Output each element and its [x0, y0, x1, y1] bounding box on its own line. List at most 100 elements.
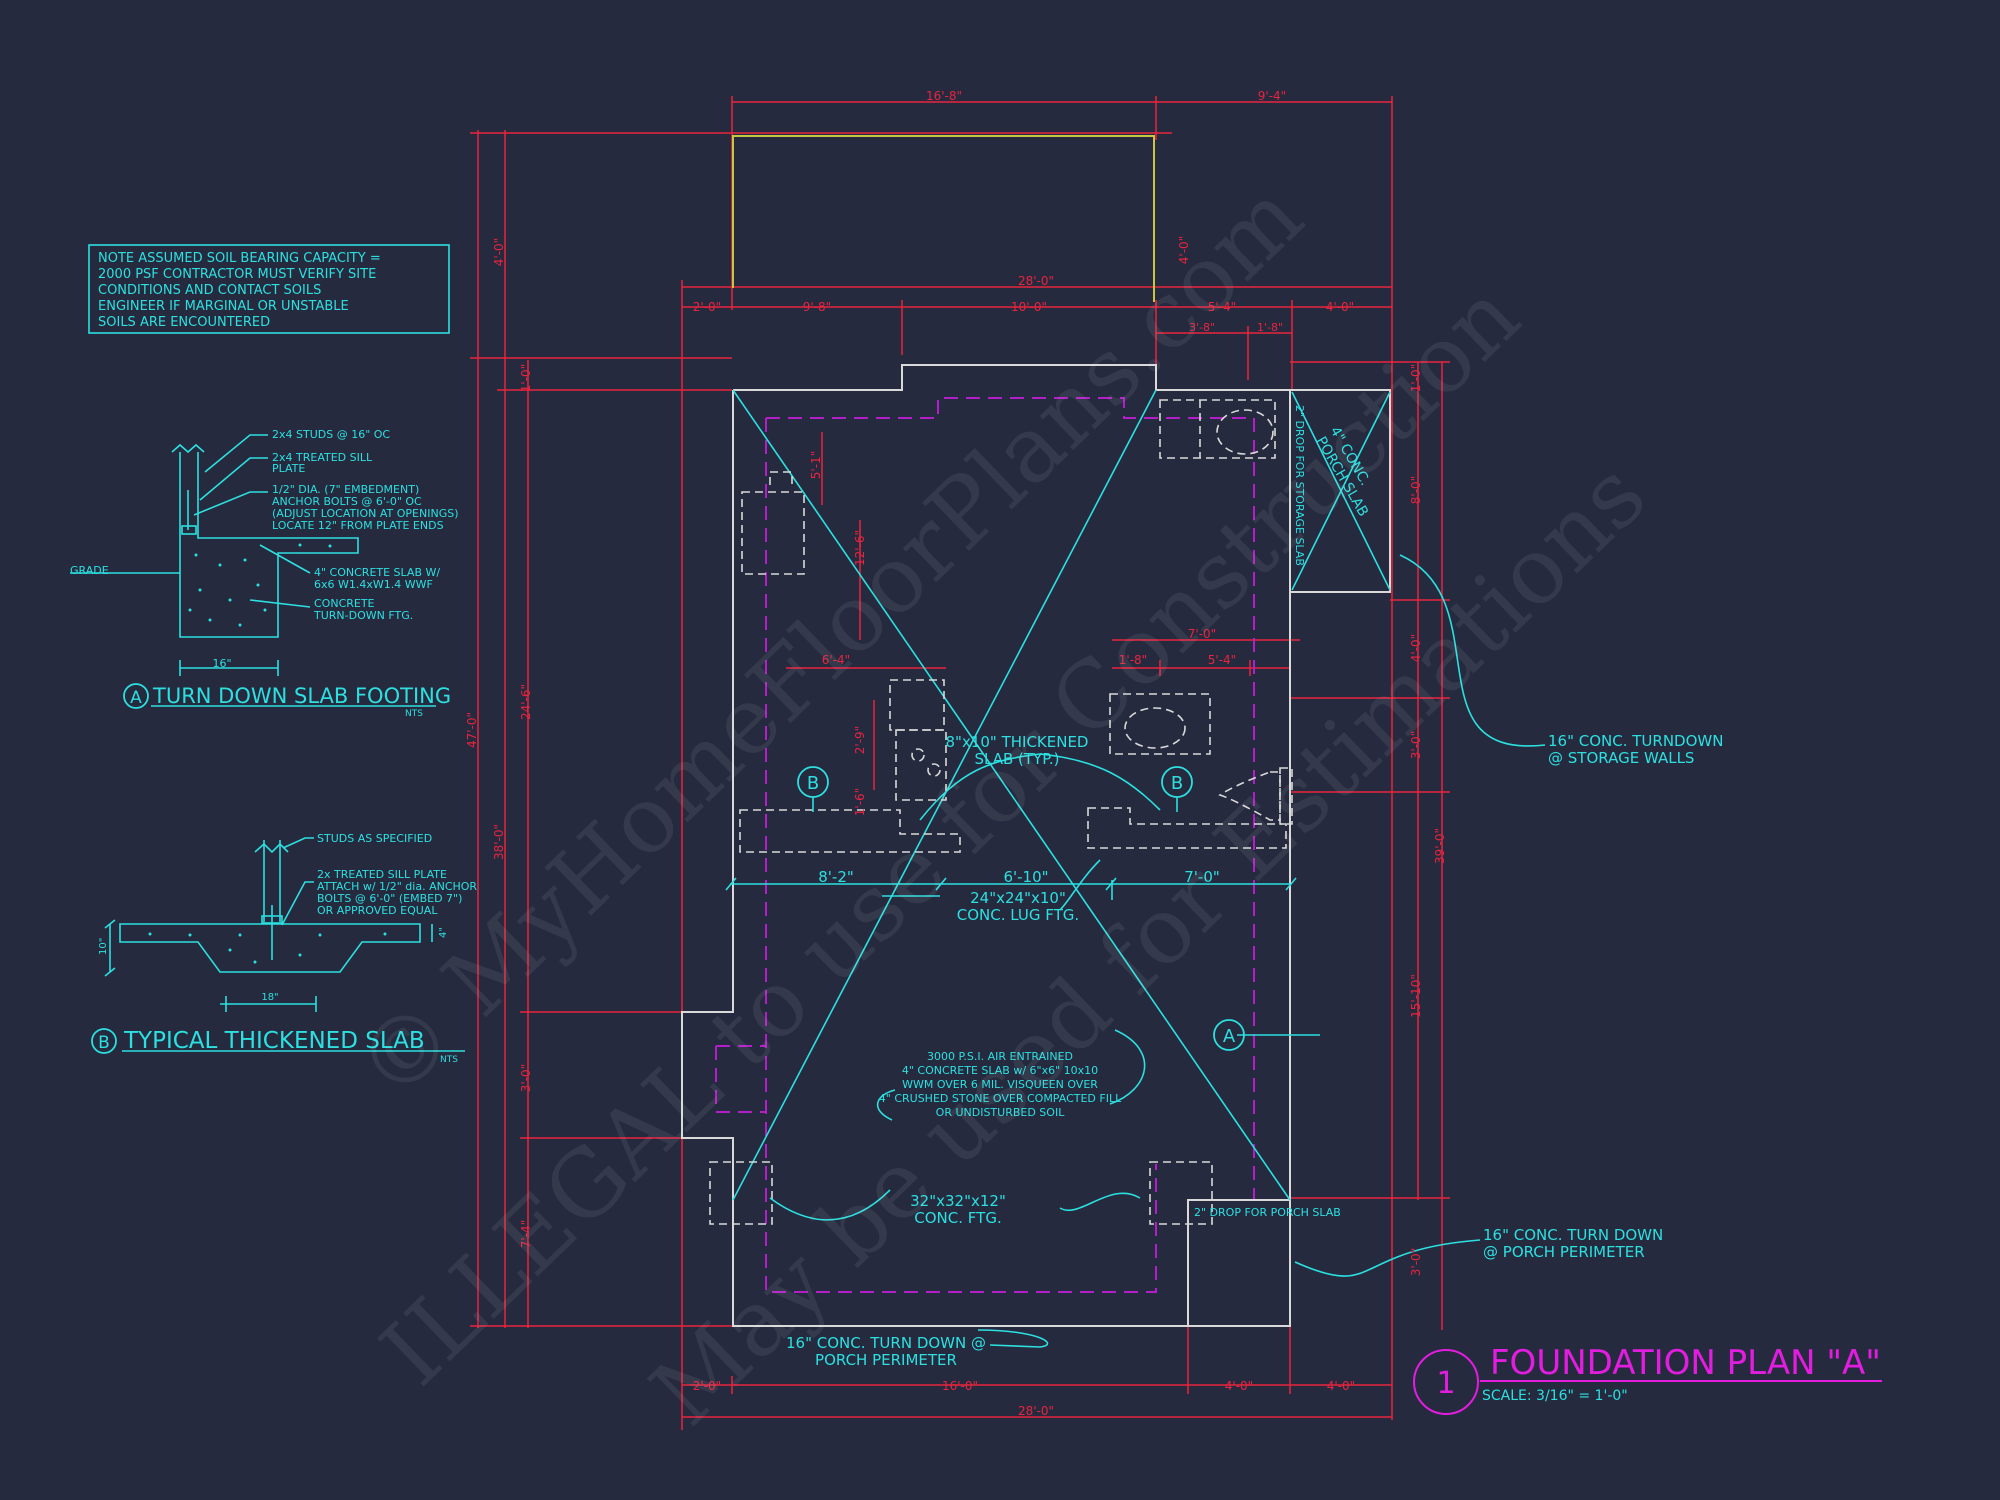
section-tag: B [1171, 773, 1183, 794]
plan-notes: 4" CONC. PORCH SLAB 2" DROP FOR STORAGE … [786, 405, 1723, 1369]
soil-note: NOTE ASSUMED SOIL BEARING CAPACITY = 200… [88, 244, 450, 334]
detail-tag-circle [123, 683, 149, 709]
dim-text: 28'-0" [1018, 274, 1054, 288]
porch-slab-diagonal [1291, 391, 1391, 591]
footing-outline [715, 397, 1255, 1293]
dim-text: 1'-8" [1257, 321, 1283, 334]
watermark-line: ILLEGAL to use for Construction [361, 262, 1540, 1406]
dim-text: 16'-0" [942, 1379, 978, 1393]
storage-turndown-label: 16" CONC. TURNDOWN [1548, 732, 1723, 750]
note-line: CONDITIONS AND CONTACT SOILS [98, 283, 321, 298]
label-studs: 2x4 STUDS @ 16" OC [272, 428, 390, 441]
dim-text: 1'-0" [519, 364, 533, 392]
label-sill: 2x4 TREATED SILL [272, 451, 373, 464]
label-grade: GRADE [70, 564, 109, 577]
sheet-number-circle [1413, 1349, 1479, 1415]
dim-text: 7'-0" [1184, 868, 1220, 886]
dim-text: 9'-4" [1258, 89, 1286, 103]
label-width: 16" [212, 657, 231, 670]
detail-nts: NTS [405, 709, 423, 719]
label-footing: TURN-DOWN FTG. [313, 609, 413, 622]
detail-turn-down-slab-footing: 2x4 STUDS @ 16" OC 2x4 TREATED SILL PLAT… [70, 428, 459, 719]
label-footing: CONCRETE [314, 597, 375, 610]
dim-text: 24'-6" [519, 684, 533, 720]
label-bolt: (ADJUST LOCATION AT OPENINGS) [272, 507, 459, 520]
label-slab: 6x6 W1.4xW1.4 WWF [314, 578, 433, 591]
note-line: SOILS ARE ENCOUNTERED [98, 315, 270, 330]
watermark: © MyHomeFloorPlans.com ILLEGAL to use fo… [336, 162, 1666, 1445]
dim-text: 2'-9" [853, 726, 867, 754]
label-depth: 10" [98, 938, 109, 955]
porch-drop-label: 2" DROP FOR PORCH SLAB [1194, 1206, 1341, 1219]
dim-text: 15'-10" [1409, 974, 1423, 1018]
dim-text: 1'-8" [1119, 653, 1147, 667]
storage-turndown-label: @ STORAGE WALLS [1548, 749, 1694, 767]
plan-scale: SCALE: 3/16" = 1'-0" [1482, 1388, 1628, 1404]
dim-text: 3'-0" [1409, 731, 1423, 759]
dim-text: 9'-8" [803, 300, 831, 314]
deck-outline [732, 135, 1155, 302]
label-studs: STUDS AS SPECIFIED [317, 832, 432, 845]
foundation-walls [681, 364, 1391, 1327]
section-tags: B B A [797, 766, 1245, 1051]
dim-text: 3'-8" [1189, 321, 1215, 334]
dim-text: 4'-0" [1225, 1379, 1253, 1393]
dim-text: 1'-6" [853, 788, 867, 816]
note-line: 2000 PSF CONTRACTOR MUST VERIFY SITE [98, 267, 376, 282]
label-sill: BOLTS @ 6'-0" (EMBED 7") [317, 892, 462, 905]
annotation-leaders [725, 554, 1546, 1348]
label-slab: 4" CONCRETE SLAB W/ [314, 566, 440, 579]
slab-spec: 3000 P.S.I. AIR ENTRAINED [927, 1050, 1073, 1063]
dim-text: 10'-0" [1011, 300, 1047, 314]
storage-drop-label: 2" DROP FOR STORAGE SLAB [1293, 405, 1306, 566]
label-bolt: ANCHOR BOLTS @ 6'-0" OC [272, 495, 422, 508]
dim-text: 3'-0" [519, 1064, 533, 1092]
slab-spec: 4" CONCRETE SLAB w/ 6"x6" 10x10 [902, 1064, 1098, 1077]
dim-text: 5'-4" [1208, 300, 1236, 314]
dim-text: 7'-0" [1188, 627, 1216, 641]
detail-nts: NTS [440, 1055, 458, 1065]
dim-text: 3'-0" [1409, 1248, 1423, 1276]
note-line: NOTE ASSUMED SOIL BEARING CAPACITY = [98, 251, 381, 266]
thickened-slab-label: 8"x10" THICKENED [946, 733, 1089, 751]
dim-text: 4'-0" [492, 238, 506, 266]
dim-text: 8'-0" [1409, 476, 1423, 504]
detail-tag-circle [91, 1028, 117, 1054]
detail-title: TURN DOWN SLAB FOOTING [152, 684, 451, 708]
section-tag: A [1223, 1026, 1236, 1047]
dim-text: 5'-4" [1208, 653, 1236, 667]
detail-typical-thickened-slab: STUDS AS SPECIFIED 2x TREATED SILL PLATE… [91, 832, 477, 1065]
dim-text: 5'-1" [809, 451, 823, 479]
label-bolt: 1/2" DIA. (7" EMBEDMENT) [272, 483, 419, 496]
section-tag: B [807, 773, 819, 794]
detail-tag: A [130, 688, 142, 708]
sheet-number: 1 [1436, 1366, 1455, 1401]
dim-text: 7'-4" [519, 1220, 533, 1248]
detail-title: TYPICAL THICKENED SLAB [123, 1028, 425, 1054]
fixtures [709, 399, 1293, 1225]
slab-diagonal [732, 389, 1291, 1201]
dim-text: 38'-0" [492, 824, 506, 860]
label-sill: PLATE [272, 462, 305, 475]
plan-title: FOUNDATION PLAN "A" [1490, 1343, 1881, 1383]
dimension-text: 16'-8" 9'-4" 28'-0" 2'-0" 9'-8" 10'-0" 5… [465, 89, 1447, 1418]
dim-text: 6'-10" [1003, 868, 1048, 886]
detail-tag: B [98, 1033, 110, 1053]
section-tag-circle [1213, 1019, 1245, 1051]
slab-spec: WWM OVER 6 MIL. VISQUEEN OVER [902, 1078, 1098, 1091]
label-sill: 2x TREATED SILL PLATE [317, 868, 447, 881]
footing-label: 32"x32"x12" [910, 1192, 1006, 1210]
dim-text: 1'-0" [1409, 364, 1423, 392]
dim-text: 2'-0" [693, 300, 721, 314]
label-sill: ATTACH w/ 1/2" dia. ANCHOR [317, 880, 477, 893]
dim-text: 4'-0" [1409, 634, 1423, 662]
label-slab: 4" [438, 927, 449, 938]
label-width: 18" [261, 992, 278, 1003]
dim-text: 47'-0" [465, 712, 479, 748]
dim-text: 8'-2" [818, 868, 854, 886]
dim-text: 28'-0" [1018, 1404, 1054, 1418]
lug-footing-label: 24"x24"x10" [970, 889, 1066, 907]
dim-text: 6'-4" [822, 653, 850, 667]
dim-text: 4'-0" [1177, 236, 1191, 264]
